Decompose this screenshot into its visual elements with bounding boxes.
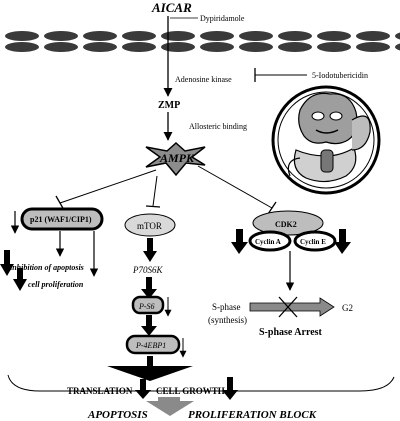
p70s6k-down-arrow (141, 277, 157, 299)
translation-down-arrow (135, 379, 151, 399)
translation-bold-arrow (107, 356, 193, 381)
membrane-oval (44, 42, 78, 52)
membrane-oval (395, 43, 400, 51)
cdk2-label: CDK2 (275, 220, 297, 229)
aicar-label: AICAR (151, 0, 192, 15)
s-phase-arrest-label: S-phase Arrest (259, 327, 323, 338)
membrane-oval (161, 42, 195, 52)
outcome-grey-arrow (146, 397, 194, 416)
membrane-oval (83, 42, 117, 52)
cell-growth-label: CELL GROWTH (156, 386, 225, 396)
cell-membrane (5, 31, 400, 52)
apoptosis-label: APOPTOSIS (87, 409, 148, 421)
adenosine-kinase-label: Adenosine kinase (175, 75, 232, 84)
ampk-label: AMPK (159, 151, 195, 165)
membrane-oval (122, 42, 156, 52)
inhibition-bar-icon (254, 68, 307, 82)
membrane-oval (122, 31, 156, 41)
membrane-row-upper (5, 31, 400, 41)
membrane-oval (239, 31, 273, 41)
cyclin-e-node: Cyclin E (293, 230, 337, 252)
p-s6-to-p-4ebp1-arrow (141, 315, 157, 336)
membrane-oval (395, 32, 400, 40)
membrane-oval (83, 31, 117, 41)
mascot-gorilla-icon (271, 85, 381, 195)
p21-node: p21 (WAF1/CIP1) (20, 207, 104, 231)
cell-proliferation-label: cell proliferation (28, 280, 84, 289)
cyclin-e-label: Cyclin E (300, 238, 326, 246)
membrane-oval (356, 42, 390, 52)
g2-label: G2 (342, 303, 353, 313)
block-cross-icon (278, 296, 298, 318)
p-4ebp1-label: P-4EBP1 (135, 341, 166, 350)
membrane-oval (239, 42, 273, 52)
membrane-oval (161, 31, 195, 41)
cyclin-a-node: Cyclin A (248, 230, 292, 252)
membrane-oval (317, 31, 351, 41)
cyclin-a-down-bold-arrow (231, 229, 248, 254)
translation-label: TRANSLATION (67, 386, 133, 396)
cell-growth-down-arrow (222, 377, 238, 400)
membrane-oval (356, 31, 390, 41)
inhibition-apoptosis-label: inhibition of apoptosis (10, 263, 84, 272)
synthesis-label: (synthesis) (208, 315, 247, 325)
membrane-oval (200, 31, 234, 41)
iodotubericidin-label: 5-Iodotubericidin (312, 71, 368, 80)
membrane-oval (5, 42, 39, 52)
proliferation-block-label: PROLIFERATION BLOCK (188, 409, 317, 421)
cyclin-e-down-bold-arrow (334, 229, 351, 254)
proliferation-down-bold-arrow (13, 268, 27, 291)
zmp-label: ZMP (158, 100, 180, 111)
membrane-oval (317, 42, 351, 52)
mtor-label: mTOR (137, 221, 162, 231)
membrane-oval (200, 42, 234, 52)
s-phase-label: S-phase (212, 302, 241, 312)
membrane-oval (5, 31, 39, 41)
ampk-to-cdk2-inhibition (197, 165, 277, 215)
ampk-to-p21-inhibition (55, 169, 157, 211)
membrane-row-lower (5, 42, 400, 52)
membrane-oval (44, 31, 78, 41)
cyclin-a-label: Cyclin A (255, 238, 281, 246)
outcome-bracket (7, 374, 395, 392)
mtor-down-arrow (143, 238, 157, 262)
apoptosis-down-bold-arrow (0, 250, 14, 276)
dypiridamole-label: Dypiridamole (200, 14, 245, 23)
p-s6-node: P-S6 (131, 295, 165, 315)
p21-label: p21 (WAF1/CIP1) (30, 215, 92, 224)
membrane-oval (278, 31, 312, 41)
membrane-oval (278, 42, 312, 52)
s-phase-to-g2-arrow (249, 297, 335, 317)
p-s6-label: P-S6 (138, 302, 155, 311)
p70s6k-label: P70S6K (132, 265, 163, 275)
p-4ebp1-node: P-4EBP1 (125, 334, 181, 355)
cdk2-node: CDK2 (252, 210, 324, 236)
ampk-to-mtor-inhibition (145, 175, 161, 208)
ampk-node: AMPK (145, 141, 206, 177)
mtor-node: mTOR (124, 213, 176, 237)
allosteric-binding-label: Allosteric binding (189, 122, 247, 131)
